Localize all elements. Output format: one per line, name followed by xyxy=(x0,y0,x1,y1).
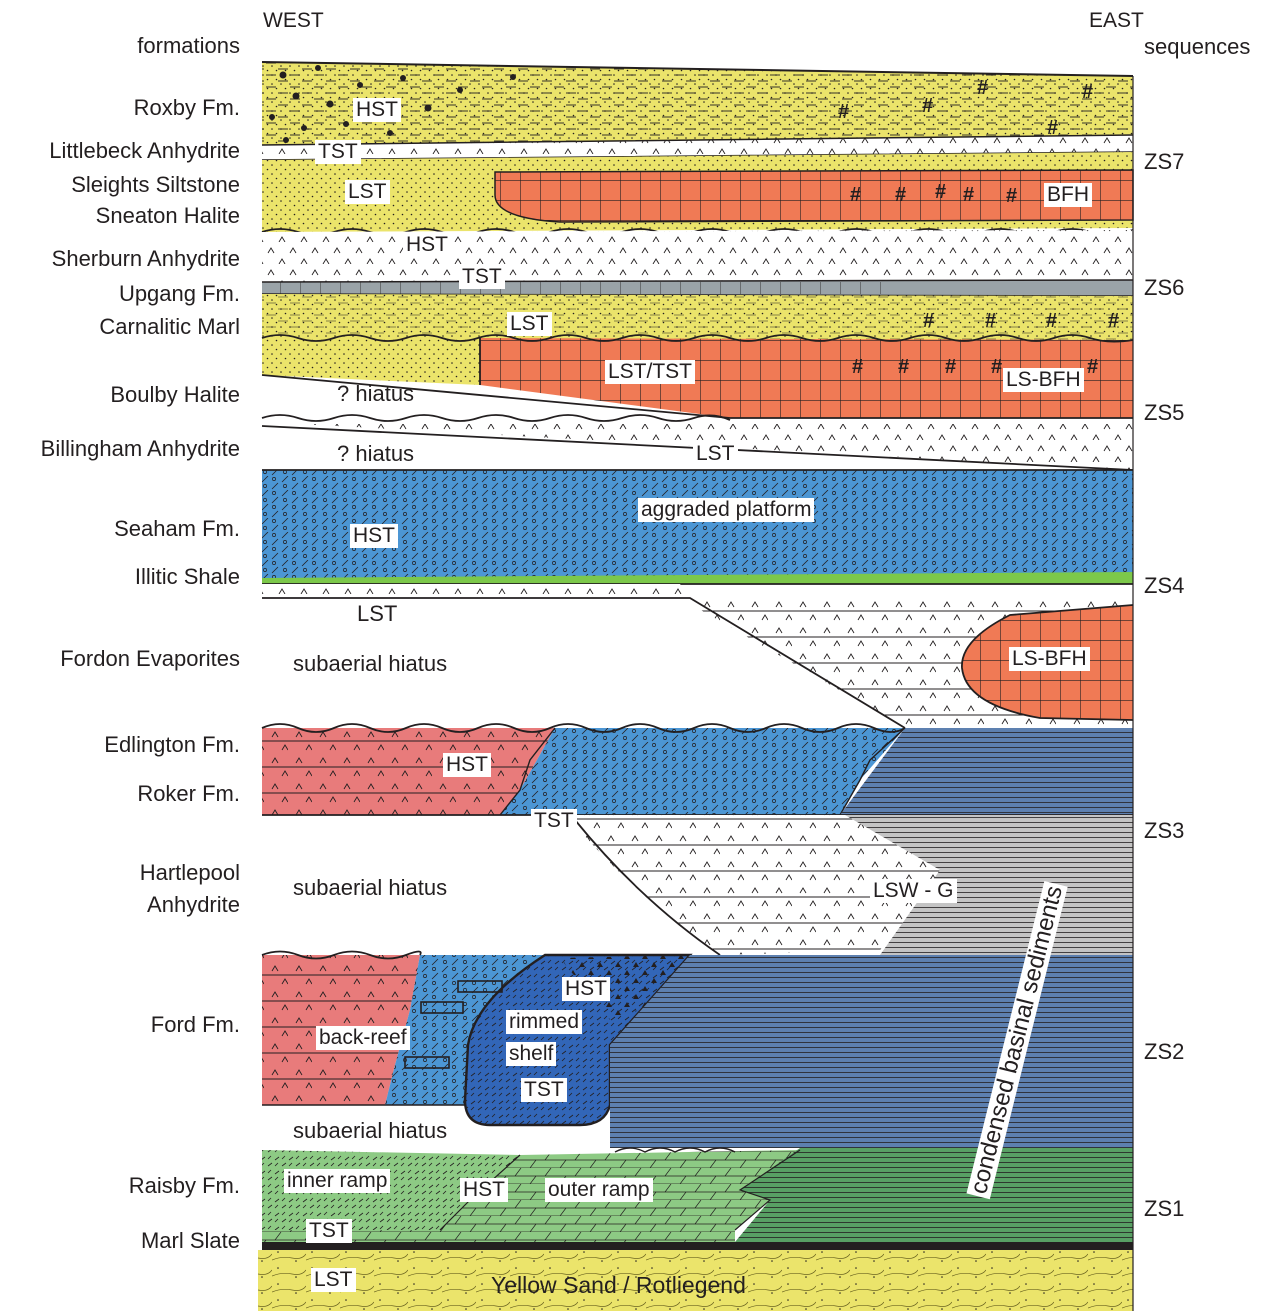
unit-label-edlington-hst: HST xyxy=(443,753,491,777)
unit-label-outer-ramp: outer ramp xyxy=(545,1178,653,1202)
formation-label-roxby: Roxby Fm. xyxy=(134,97,240,119)
unit-label-subaerial-hiatus-lower: subaerial hiatus xyxy=(293,1120,447,1142)
hash-symbol: # xyxy=(898,357,909,377)
sequences-heading: sequences xyxy=(1144,36,1250,58)
hash-symbol: # xyxy=(985,311,996,331)
unit-label-subaerial-hiatus-middle: subaerial hiatus xyxy=(293,877,447,899)
west-label: WEST xyxy=(263,10,324,31)
sequence-label-zs6: ZS6 xyxy=(1144,277,1184,299)
formation-label-marl-slate: Marl Slate xyxy=(141,1230,240,1252)
unit-label-lsw-g: LSW - G xyxy=(870,879,957,903)
unit-label-marl-tst: TST xyxy=(306,1219,352,1243)
unit-label-billingham-lst: LST xyxy=(693,442,738,466)
formations-heading: formations xyxy=(137,35,240,57)
sequence-label-zs2: ZS2 xyxy=(1144,1041,1184,1063)
sequence-label-zs3: ZS3 xyxy=(1144,820,1184,842)
formation-label-sneaton: Sneaton Halite xyxy=(96,205,240,227)
unit-label-carnalitic-lst: LST xyxy=(507,312,552,336)
hash-symbol: # xyxy=(922,96,933,116)
unit-label-hiatus-lower: ? hiatus xyxy=(337,443,414,465)
unit-label-hiatus-upper: ? hiatus xyxy=(337,383,414,405)
unit-label-roxby-hst: HST xyxy=(353,98,401,122)
formation-label-ford: Ford Fm. xyxy=(151,1014,240,1036)
hash-symbol: # xyxy=(1087,357,1098,377)
hash-symbol: # xyxy=(1006,186,1017,206)
formation-label-carnalitic: Carnalitic Marl xyxy=(99,316,240,338)
hash-symbol: # xyxy=(838,102,849,122)
unit-label-littlebeck-tst: TST xyxy=(315,140,361,164)
hash-symbol: # xyxy=(935,182,946,202)
formation-label-sherburn: Sherburn Anhydrite xyxy=(52,248,240,270)
unit-label-yellow-sand: Yellow Sand / Rotliegend xyxy=(491,1274,746,1297)
unit-label-raisby-hst: HST xyxy=(460,1178,508,1202)
unit-label-sneaton-bfh: BFH xyxy=(1044,183,1092,207)
hash-symbol: # xyxy=(850,185,861,205)
formation-label-billingham: Billingham Anhydrite xyxy=(41,438,240,460)
hash-symbol: # xyxy=(923,311,934,331)
sequence-label-zs5: ZS5 xyxy=(1144,402,1184,424)
east-label: EAST xyxy=(1089,10,1144,31)
formation-label-hartlepool: Hartlepool xyxy=(140,862,240,884)
formation-label-illitic: Illitic Shale xyxy=(135,566,240,588)
unit-label-upgang-tst: TST xyxy=(459,265,505,289)
formation-label-edlington: Edlington Fm. xyxy=(104,734,240,756)
unit-label-shelf: shelf xyxy=(506,1042,556,1066)
formation-label-sleights: Sleights Siltstone xyxy=(71,174,240,196)
hash-symbol: # xyxy=(963,185,974,205)
unit-label-aggraded-platform: aggraded platform xyxy=(638,498,814,522)
formation-label-upgang: Upgang Fm. xyxy=(119,283,240,305)
formation-label-seaham: Seaham Fm. xyxy=(114,518,240,540)
hash-symbol: # xyxy=(1047,118,1058,138)
marl-slate-band xyxy=(262,1242,1133,1250)
unit-label-roker-tst: TST xyxy=(531,809,577,833)
unit-label-fordon-lst: LST xyxy=(357,603,397,625)
unit-label-sherburn-hst: HST xyxy=(403,233,451,257)
sequence-label-zs4: ZS4 xyxy=(1144,575,1184,597)
hash-symbol: # xyxy=(1046,311,1057,331)
formation-label-fordon: Fordon Evaporites xyxy=(60,648,240,670)
hash-symbol: # xyxy=(977,78,988,98)
unit-label-boulby-ls-bfh: LS-BFH xyxy=(1003,368,1084,392)
unit-label-subaerial-hiatus-upper: subaerial hiatus xyxy=(293,653,447,675)
unit-label-fordon-ls-bfh: LS-BFH xyxy=(1009,647,1090,671)
formation-label-littlebeck: Littlebeck Anhydrite xyxy=(49,140,240,162)
sequence-label-zs7: ZS7 xyxy=(1144,151,1184,173)
hash-symbol: # xyxy=(1082,82,1093,102)
formation-label-anhydrite: Anhydrite xyxy=(147,894,240,916)
hash-symbol: # xyxy=(895,185,906,205)
formation-label-roker: Roker Fm. xyxy=(137,783,240,805)
formation-label-raisby: Raisby Fm. xyxy=(129,1175,240,1197)
formation-label-boulby: Boulby Halite xyxy=(110,384,240,406)
unit-label-seaham-hst: HST xyxy=(350,524,398,548)
unit-label-basal-lst: LST xyxy=(311,1268,356,1292)
hash-symbol: # xyxy=(945,357,956,377)
unit-label-boulby-lst-tst: LST/TST xyxy=(605,360,695,384)
unit-label-back-reef: back-reef xyxy=(316,1026,410,1050)
unit-label-ford-tst: TST xyxy=(521,1078,567,1102)
hash-symbol: # xyxy=(852,357,863,377)
unit-label-inner-ramp: inner ramp xyxy=(284,1169,390,1193)
unit-label-rimmed: rimmed xyxy=(506,1010,582,1034)
hash-symbol: # xyxy=(991,357,1002,377)
unit-label-ford-hst: HST xyxy=(562,977,610,1001)
unit-label-sleights-lst: LST xyxy=(345,180,390,204)
hash-symbol: # xyxy=(1108,311,1119,331)
sequence-label-zs1: ZS1 xyxy=(1144,1198,1184,1220)
